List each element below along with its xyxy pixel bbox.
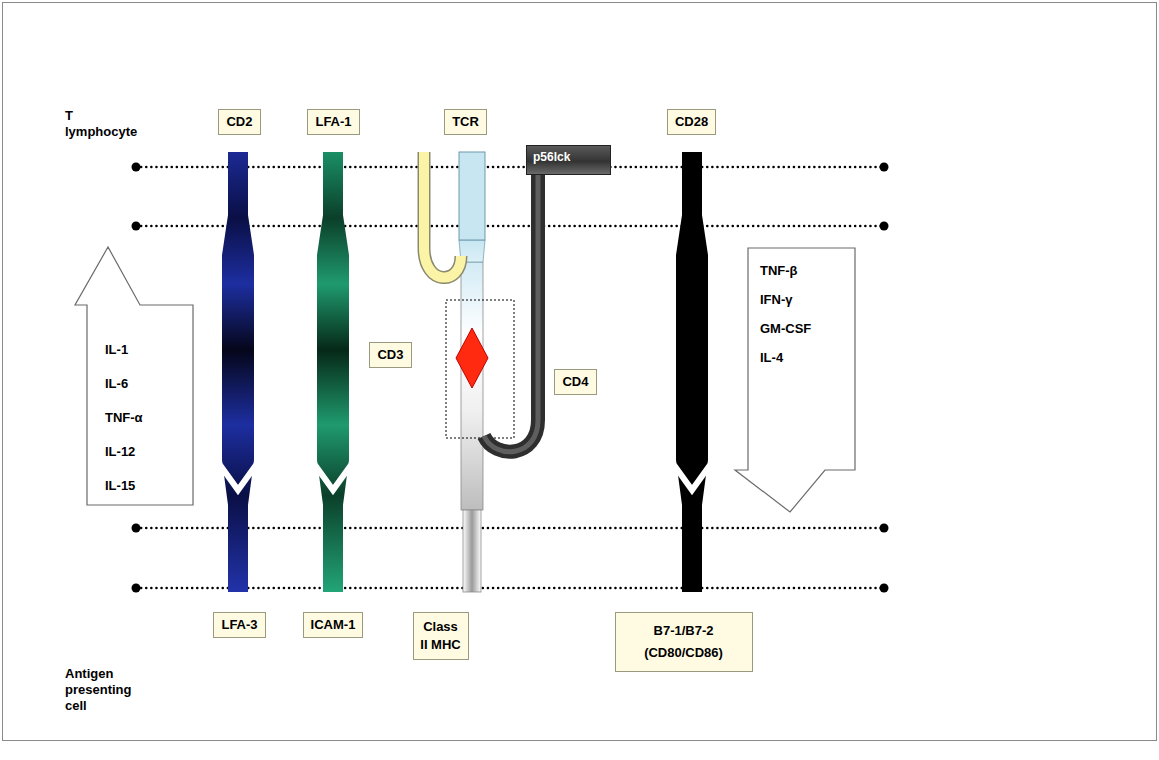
molecule-name: ICAM-1 <box>311 617 356 633</box>
cell-name: Antigen presenting cell <box>65 666 140 714</box>
molecule-label: LFA-1 <box>307 109 359 135</box>
membrane-line <box>136 527 884 530</box>
cd28-b7-molecule <box>676 152 708 592</box>
cytokine-arrow-up: IL-1IL-6TNF-αIL-12IL-15 <box>75 247 193 505</box>
cd3-outline <box>424 152 461 278</box>
membrane-dot <box>132 584 141 593</box>
cytokine-name: IL-4 <box>760 343 855 372</box>
arrow-shape <box>735 248 855 512</box>
cytokine-name: GM-CSF <box>760 314 855 343</box>
membrane-dot <box>132 163 141 172</box>
tcr-chain <box>459 152 485 240</box>
molecule-name: LFA-3 <box>221 617 257 633</box>
lfa1-icam1-molecule <box>317 152 349 592</box>
membrane-dot <box>880 222 889 231</box>
cd3-molecule <box>424 152 461 278</box>
molecule-label: CD28 <box>667 109 716 135</box>
ligand-label: B7-1/B7-2 (CD80/CD86) <box>615 612 753 672</box>
cytokine-name: IL-15 <box>105 469 193 503</box>
figure-frame <box>3 3 1157 741</box>
cell-label: Antigen presenting cell <box>65 666 140 714</box>
cytokine-name: IL-6 <box>105 367 193 401</box>
kinase-box: p56lck <box>526 145 611 175</box>
molecule-name: CD28 <box>675 114 708 130</box>
antigen-frame <box>446 300 514 438</box>
arrow-body: IL-1IL-6TNF-αIL-12IL-15 <box>87 305 193 505</box>
ligand-label: LFA-3 <box>213 612 265 638</box>
molecule-label: CD3 <box>369 342 411 368</box>
membrane-dot <box>880 524 889 533</box>
membrane-dot <box>132 524 141 533</box>
cytokine-name: TNF-α <box>105 401 193 435</box>
molecule-name: TCR <box>452 114 479 130</box>
cytokine-name: IFN-γ <box>760 285 855 314</box>
membrane-dot <box>880 584 889 593</box>
molecule-label: CD4 <box>554 369 596 395</box>
binding-notch <box>674 465 710 490</box>
cytokine-name: TNF-β <box>760 256 855 285</box>
cell-name: T lymphocyte <box>65 108 143 140</box>
molecule-name: CD3 <box>377 347 403 363</box>
molecule-name: B7-1/B7-2 (CD80/CD86) <box>623 620 745 664</box>
ligand-label: Class II MHC <box>413 612 469 660</box>
molecule-name: p56lck <box>533 149 604 165</box>
membrane-dot <box>132 222 141 231</box>
cytokine-name: IL-12 <box>105 435 193 469</box>
cell-label: T lymphocyte <box>65 108 143 140</box>
binding-notch <box>220 465 256 490</box>
molecule-name: LFA-1 <box>315 114 351 130</box>
membrane-line <box>136 587 884 590</box>
molecule-name: Class II MHC <box>419 618 463 654</box>
ligand-label: ICAM-1 <box>303 612 364 638</box>
molecule-label: TCR <box>444 109 487 135</box>
arrow-outline <box>735 248 855 512</box>
cytokine-name: IL-1 <box>105 333 193 367</box>
arrow-outline <box>75 247 193 505</box>
molecule-label: CD2 <box>218 109 260 135</box>
antigen-peptide <box>456 328 488 388</box>
mhc-anchor <box>463 510 481 592</box>
cd2-lfa3-molecule <box>222 152 254 592</box>
cd4-outline <box>484 172 538 452</box>
cytokine-arrow-down: TNF-βIFN-γGM-CSFIL-4 <box>735 248 855 512</box>
molecule-name: CD4 <box>562 374 588 390</box>
binding-notch <box>315 465 351 490</box>
cd4-molecule <box>484 172 538 452</box>
arrow-shape <box>75 247 193 505</box>
membrane-line <box>136 166 884 169</box>
molecule-name: CD2 <box>226 114 252 130</box>
arrow-body: TNF-βIFN-γGM-CSFIL-4 <box>748 248 855 470</box>
membrane-dot <box>880 163 889 172</box>
